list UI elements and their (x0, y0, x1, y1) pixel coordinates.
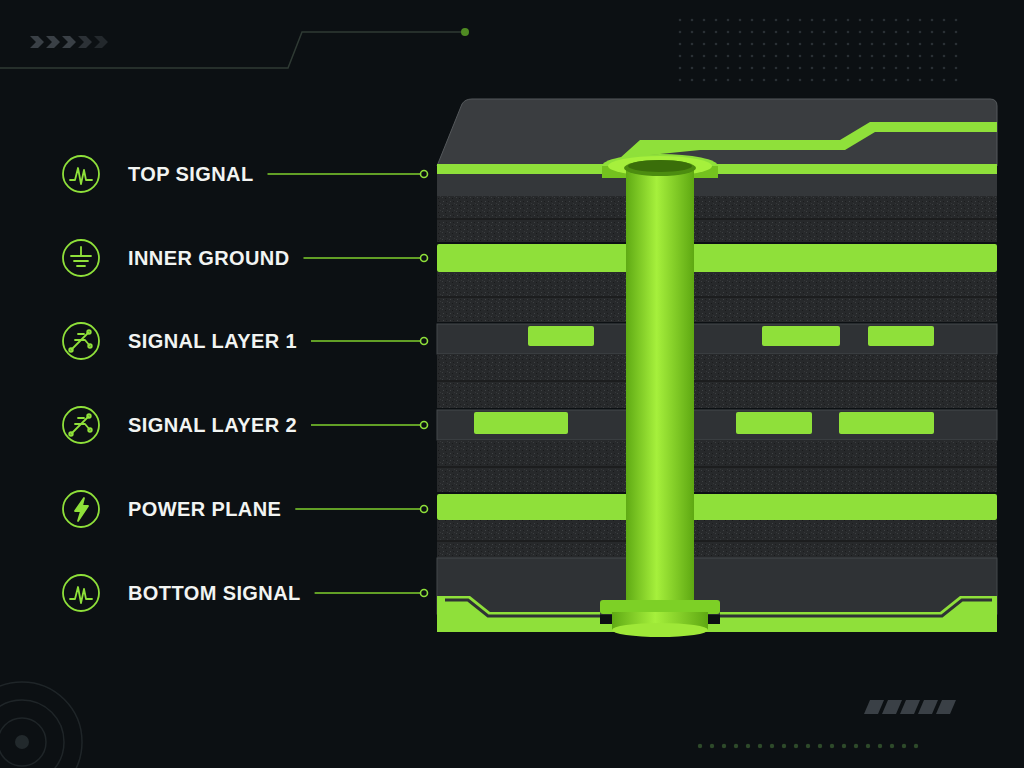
leader-dot (421, 255, 428, 262)
leader-dot (421, 338, 428, 345)
pcb-stack (437, 99, 997, 637)
layer-label: BOTTOM SIGNAL (128, 581, 301, 605)
layer-label: SIGNAL LAYER 1 (128, 329, 297, 353)
leader-line (295, 508, 420, 510)
leader-line (303, 257, 420, 259)
leader-line (311, 340, 420, 342)
leader-line (315, 592, 420, 594)
layer-label: POWER PLANE (128, 497, 281, 521)
leader-line (311, 424, 420, 426)
leader-line (268, 173, 420, 175)
leader-dot (421, 171, 428, 178)
layer-label: TOP SIGNAL (128, 162, 254, 186)
leader-dot (421, 506, 428, 513)
layer-label: INNER GROUND (128, 246, 289, 270)
layer-label: SIGNAL LAYER 2 (128, 413, 297, 437)
leader-dot (421, 422, 428, 429)
leader-dot (421, 590, 428, 597)
layer-icons (63, 156, 99, 611)
